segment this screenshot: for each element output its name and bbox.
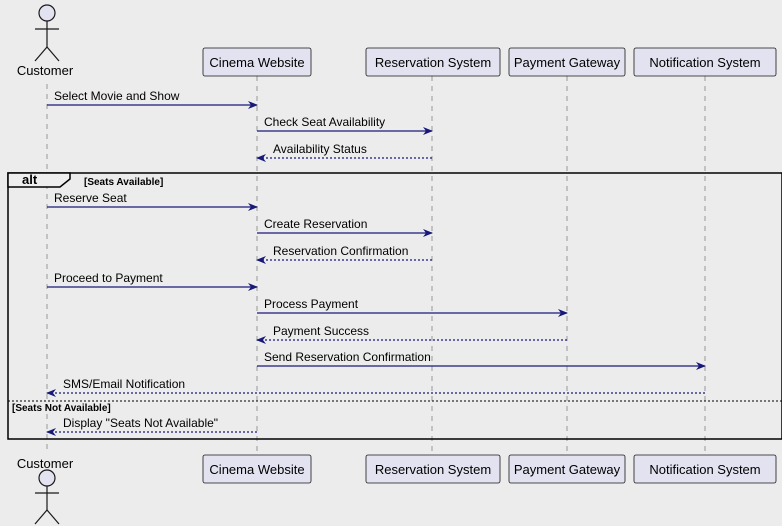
notification-system-label-top: Notification System — [649, 55, 760, 70]
payment-gateway-label-top: Payment Gateway — [514, 55, 621, 70]
cinema-website-label-bottom: Cinema Website — [209, 462, 304, 477]
message-label: Availability Status — [273, 142, 367, 156]
message-label: Process Payment — [264, 297, 359, 311]
message-label: Proceed to Payment — [54, 271, 163, 285]
participant-notification-system-bottom: Notification System — [633, 454, 777, 484]
reservation-system-label-top: Reservation System — [375, 55, 491, 70]
message-label: Check Seat Availability — [264, 115, 385, 129]
participant-reservation-system-bottom: Reservation System — [365, 454, 501, 484]
alt-tab — [7, 172, 71, 188]
customer-actor-bottom: Customer — [17, 456, 74, 525]
message-label: Select Movie and Show — [54, 89, 180, 103]
message-label: Reservation Confirmation — [273, 244, 408, 258]
participant-cinema-website-top: Cinema Website — [202, 47, 312, 77]
customer-label-bottom: Customer — [17, 456, 74, 471]
message-label: SMS/Email Notification — [63, 377, 185, 391]
reservation-system-label-bottom: Reservation System — [375, 462, 491, 477]
participant-payment-gateway-bottom: Payment Gateway — [508, 454, 626, 484]
participant-cinema-website-bottom: Cinema Website — [202, 454, 312, 484]
notification-system-label-bottom: Notification System — [649, 462, 760, 477]
alt-operator-label: alt — [22, 172, 38, 187]
alt-guard-seats-available: [Seats Available] — [84, 177, 163, 188]
message-label: Payment Success — [273, 324, 369, 338]
alt-guard-seats-not-available: [Seats Not Available] — [12, 403, 111, 414]
customer-actor-top: Customer — [17, 4, 74, 78]
message-label: Send Reservation Confirmation — [264, 350, 431, 364]
message-label: Display "Seats Not Available" — [63, 416, 218, 430]
customer-label-top: Customer — [17, 63, 74, 78]
message-label: Create Reservation — [264, 217, 367, 231]
participant-reservation-system-top: Reservation System — [365, 47, 501, 77]
payment-gateway-label-bottom: Payment Gateway — [514, 462, 621, 477]
message-label: Reserve Seat — [54, 191, 127, 205]
participant-notification-system-top: Notification System — [633, 47, 777, 77]
cinema-website-label-top: Cinema Website — [209, 55, 304, 70]
participant-payment-gateway-top: Payment Gateway — [508, 47, 626, 77]
alt-fragment: alt [Seats Available] [Seats Not Availab… — [7, 172, 782, 440]
alt-frame — [7, 172, 782, 440]
